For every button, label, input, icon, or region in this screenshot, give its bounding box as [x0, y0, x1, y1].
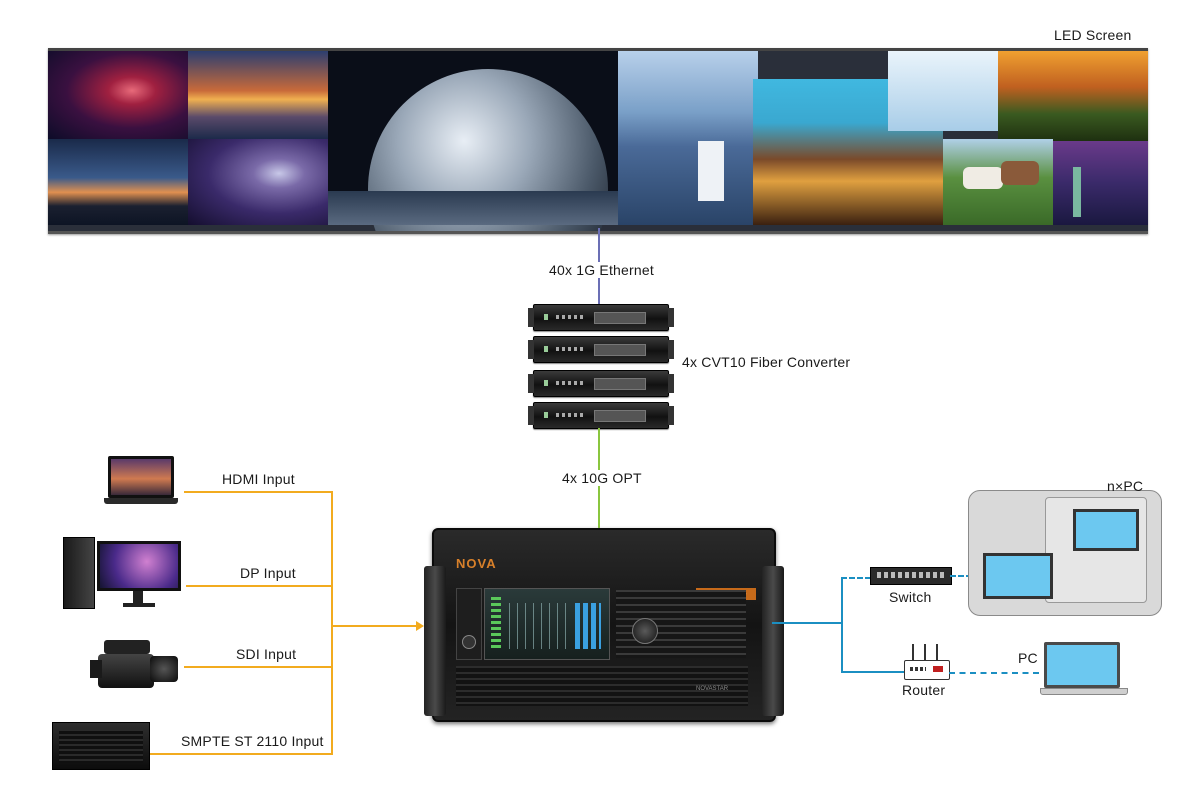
input-bus-to-processor: [331, 625, 419, 627]
converter-unit: [528, 304, 674, 331]
input-arrow-icon: [416, 621, 424, 631]
video-camera-icon: [90, 640, 182, 694]
tile-planet: [328, 51, 618, 231]
processor-knob-icon: [632, 618, 658, 644]
pc-group: [968, 490, 1162, 616]
switch-label: Switch: [889, 589, 932, 605]
pc-label: PC: [1018, 650, 1038, 666]
tile-cows: [943, 139, 1053, 225]
fiber-converter-label: 4x CVT10 Fiber Converter: [682, 354, 851, 370]
tile-horizon: [48, 139, 188, 225]
tile-sunset-pier: [188, 51, 328, 139]
input-line-dp: [186, 585, 332, 587]
router-label: Router: [902, 682, 946, 698]
ethernet-label: 40x 1G Ethernet: [547, 262, 656, 278]
tile-coast: [618, 51, 758, 225]
desktop-pc-icon: [63, 537, 185, 609]
right-rack-handle: [762, 566, 784, 716]
led-screen-label: LED Screen: [1054, 27, 1132, 43]
network-bus-vertical: [841, 577, 843, 672]
input-bus-vertical: [331, 491, 333, 755]
switch-icon: [870, 567, 952, 585]
processor-footer: NOVASTAR: [696, 686, 729, 692]
pc-monitor-icon: [983, 553, 1053, 599]
tile-nebula: [48, 51, 188, 139]
router-icon: [904, 644, 950, 680]
output-line: [772, 622, 842, 624]
input-label-hdmi: HDMI Input: [222, 471, 295, 487]
opt-label: 4x 10G OPT: [560, 470, 644, 486]
tile-sky: [888, 51, 998, 131]
input-line-sdi: [184, 666, 332, 668]
input-label-smpte: SMPTE ST 2110 Input: [181, 733, 324, 749]
router-to-pc-line: [949, 672, 1039, 674]
left-rack-handle: [424, 566, 446, 716]
processor-brand: NOVA: [456, 556, 497, 571]
converter-unit: [528, 402, 674, 429]
led-screen: [48, 48, 1148, 234]
processor-side-panel: [456, 588, 482, 660]
input-label-sdi: SDI Input: [236, 646, 297, 662]
processor-bottom-vents: [456, 666, 748, 706]
tile-field-sunset: [998, 51, 1148, 141]
switch-to-pcs-line: [950, 575, 980, 577]
laptop-pc-icon: [1040, 642, 1128, 695]
tile-city-liberty: [1053, 141, 1148, 225]
npc-label: n×PC: [1107, 478, 1144, 494]
input-label-dp: DP Input: [240, 565, 296, 581]
converter-unit: [528, 370, 674, 397]
pc-monitor-icon: [1073, 509, 1139, 551]
input-line-smpte: [150, 753, 332, 755]
processor-display: [484, 588, 610, 660]
tile-galaxy: [188, 139, 328, 225]
rack-server-icon: [52, 722, 150, 770]
router-line: [841, 671, 904, 673]
switch-line: [841, 577, 871, 579]
converter-unit: [528, 336, 674, 363]
video-processor: NOVA N-8000 Pro NOVASTAR: [424, 528, 784, 722]
laptop-icon: [104, 456, 178, 506]
input-line-hdmi: [184, 491, 332, 493]
